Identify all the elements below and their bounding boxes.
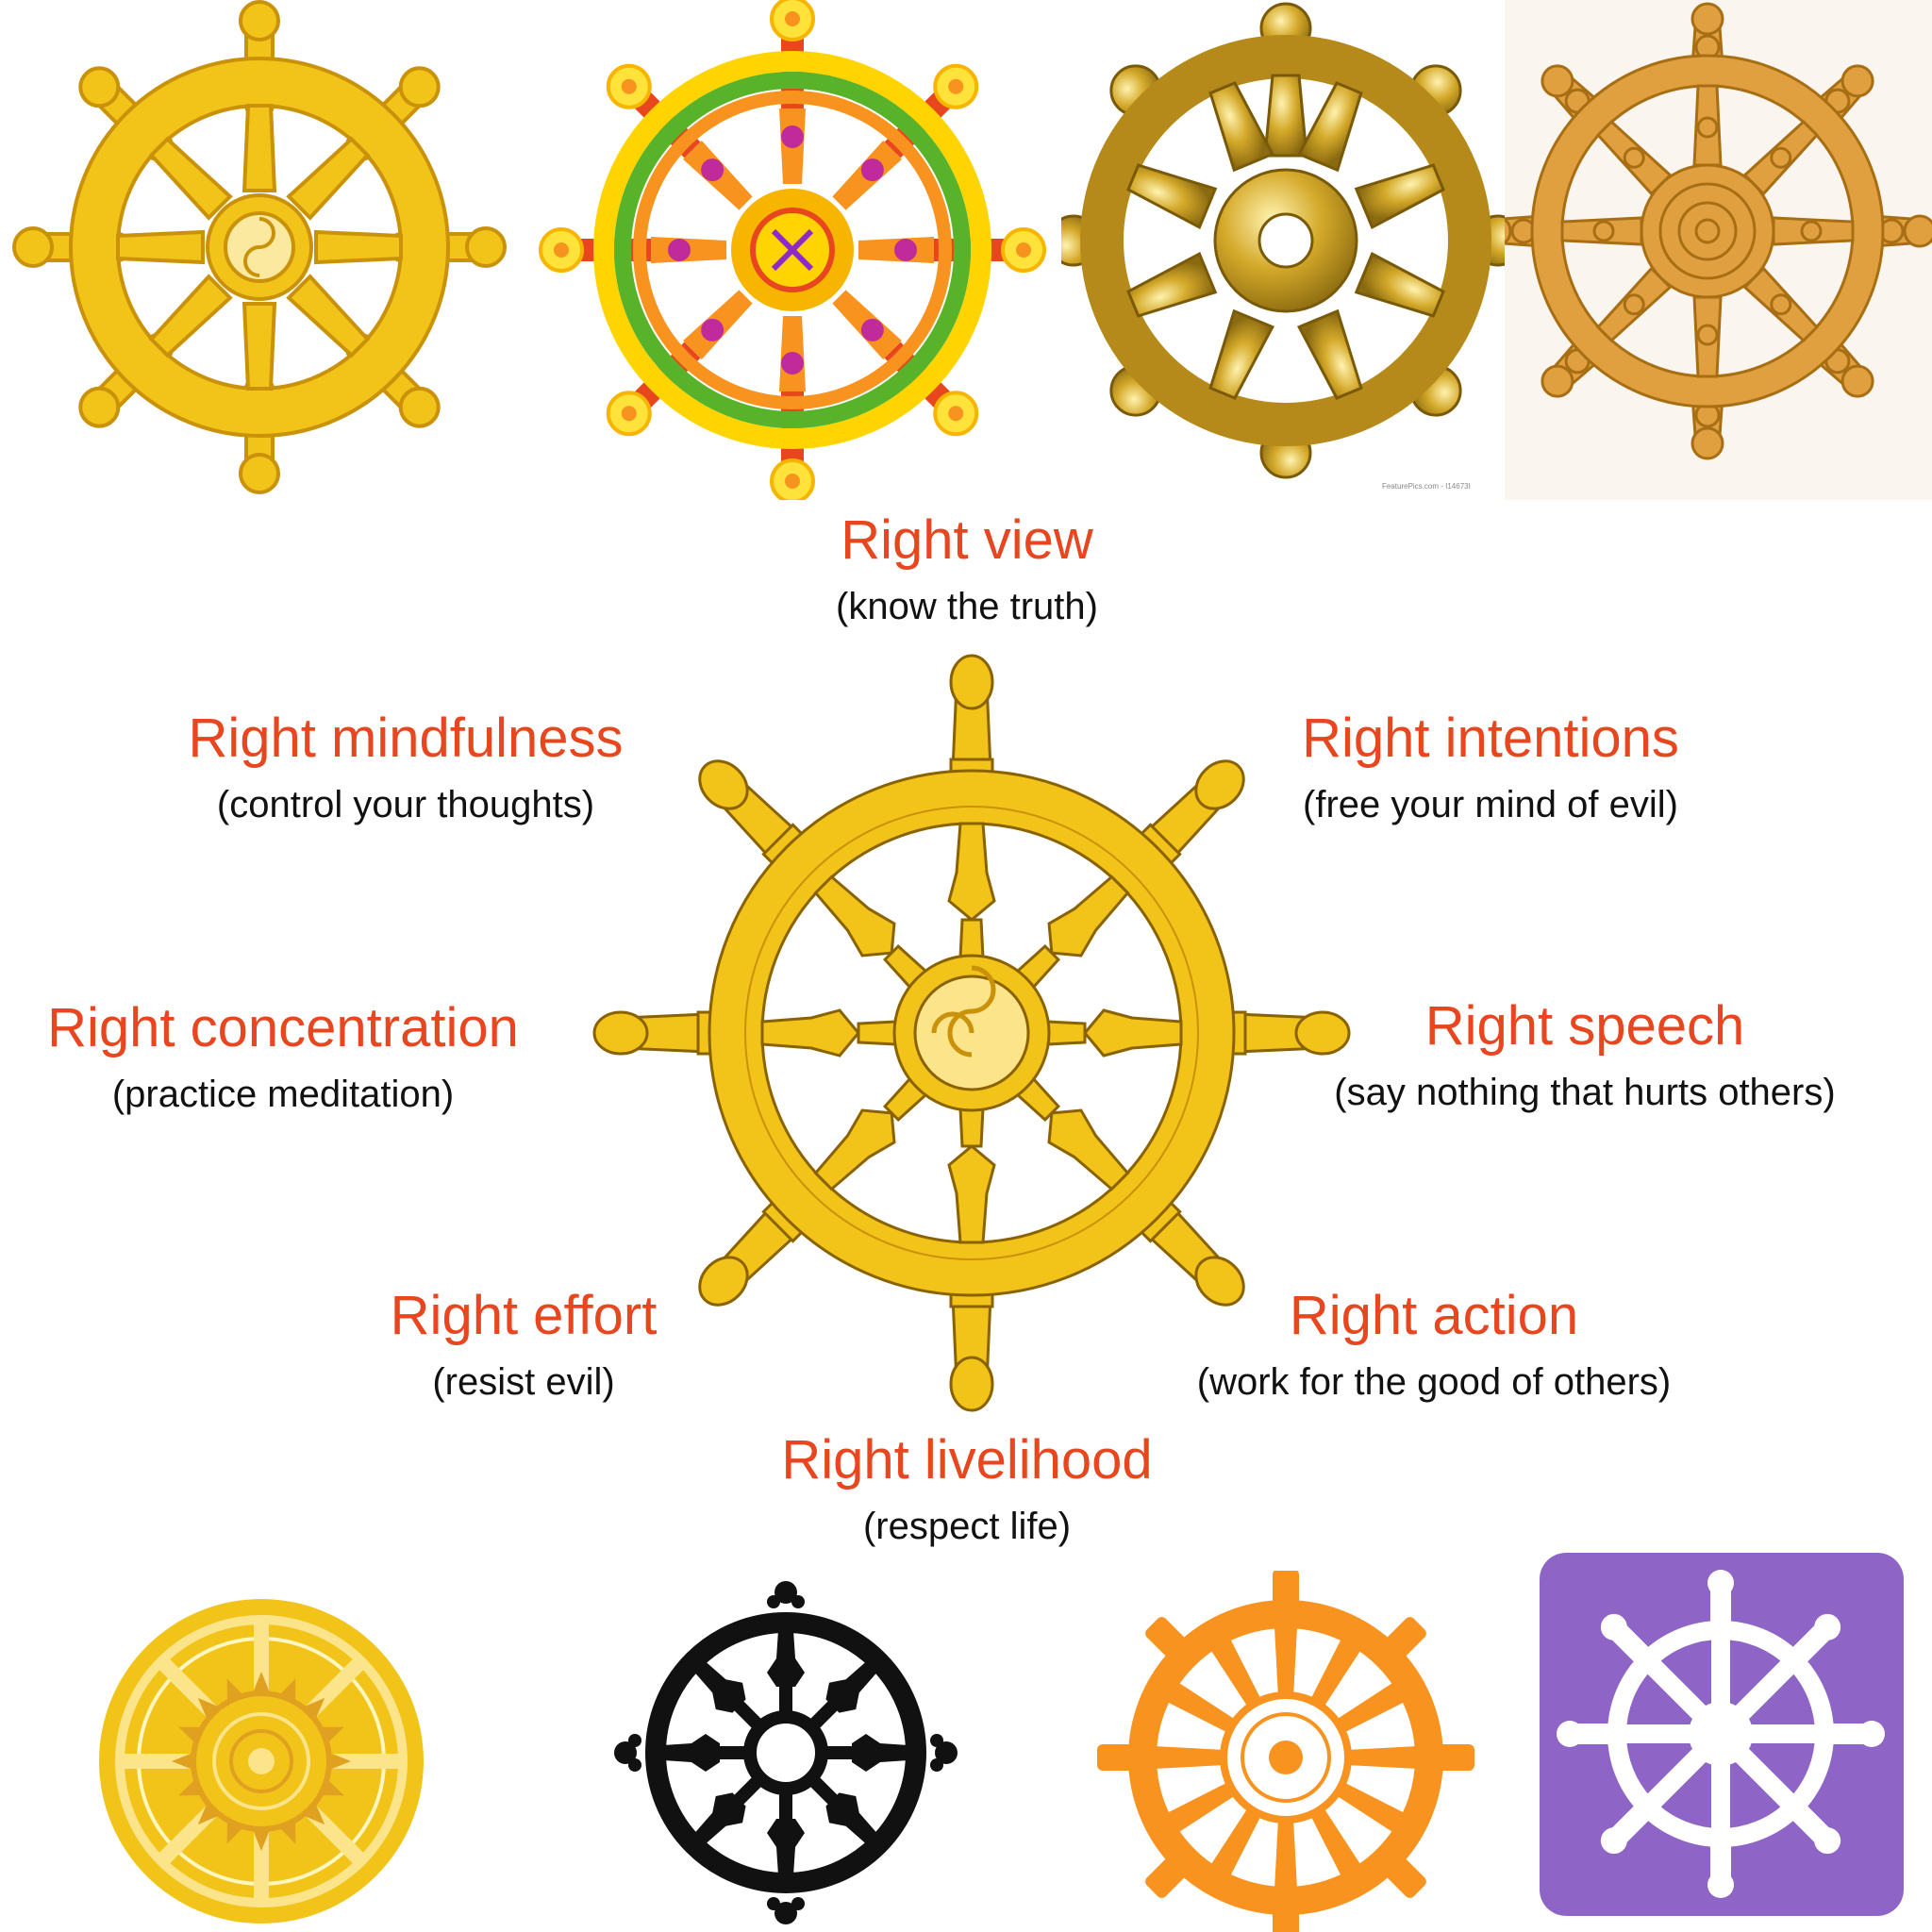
path-title: Right view [841,509,1093,571]
path-label-right-concentration: Right concentration (practice meditation… [9,997,557,1117]
path-subtitle: (practice meditation) [111,1073,455,1115]
path-title: Right effort [390,1285,658,1346]
path-label-right-mindfulness: Right mindfulness (control your thoughts… [142,708,670,827]
dharma-wheel-black-icon [594,1575,981,1932]
path-label-right-speech: Right speech (say nothing that hurts oth… [1283,995,1887,1115]
path-label-right-livelihood: Right livelihood (respect life) [745,1429,1189,1549]
dharma-wheel-metal-icon: FeaturePics.com - I14673I [1061,0,1505,500]
path-label-right-action: Right action (work for the good of other… [1151,1285,1717,1405]
path-label-right-intentions: Right intentions (free your mind of evil… [1255,708,1726,827]
path-label-right-view: Right view (know the truth) [736,509,1198,629]
noble-path-wheel-icon [585,651,1358,1424]
dharma-wheel-orange-icon [1066,1571,1509,1932]
dharma-wheel-ornate-icon [1505,0,1932,500]
path-title: Right mindfulness [188,708,624,769]
path-subtitle: (know the truth) [836,585,1098,627]
path-subtitle: (work for the good of others) [1196,1360,1672,1403]
path-subtitle: (resist evil) [432,1360,615,1403]
path-subtitle: (say nothing that hurts others) [1334,1071,1836,1113]
path-subtitle: (respect life) [862,1505,1072,1547]
path-subtitle: (free your mind of evil) [1303,783,1678,825]
dharma-wheel-sun-icon [94,1594,429,1929]
dharma-wheel-gold-icon [0,0,528,500]
path-title: Right intentions [1302,708,1679,769]
path-title: Right concentration [47,997,519,1058]
path-subtitle: (control your thoughts) [216,783,595,825]
dharma-wheel-flower-icon [528,0,1061,500]
path-title: Right action [1289,1285,1579,1346]
watermark-text: FeaturePics.com - I14673I [1382,482,1471,491]
path-title: Right speech [1424,995,1745,1057]
path-label-right-effort: Right effort (resist evil) [349,1285,698,1405]
path-title: Right livelihood [781,1429,1153,1491]
dharma-wheel-purple-app-icon [1540,1553,1904,1916]
